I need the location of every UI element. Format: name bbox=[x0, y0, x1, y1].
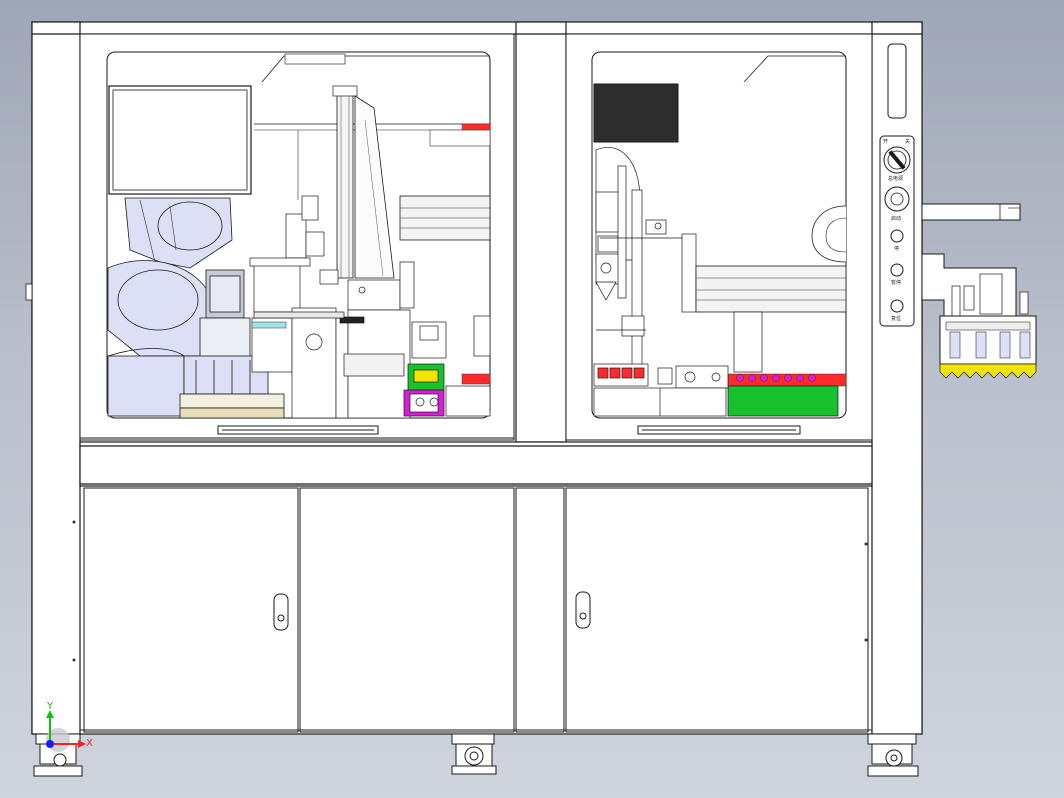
panel-slot bbox=[887, 43, 907, 119]
right-linear-module bbox=[695, 265, 847, 313]
hmi-screen bbox=[112, 89, 248, 191]
right-lower-fixture bbox=[593, 363, 729, 417]
right-mechanism bbox=[595, 147, 697, 367]
door-lock-right[interactable] bbox=[575, 591, 591, 629]
left-edge-clip bbox=[25, 283, 33, 301]
mid-beam bbox=[79, 441, 873, 487]
side-rail bbox=[921, 203, 1021, 221]
center-mechanism bbox=[249, 195, 447, 419]
right-post bbox=[871, 21, 923, 735]
lower-center-panel bbox=[515, 487, 565, 733]
reset-label: 复位 bbox=[891, 315, 901, 322]
panel-on-label: 开 bbox=[883, 139, 888, 145]
triangle-support bbox=[354, 95, 395, 279]
left-post bbox=[31, 21, 81, 735]
center-post bbox=[515, 21, 567, 443]
right-hood-line bbox=[743, 55, 846, 83]
side-attachment bbox=[921, 203, 1037, 379]
lower-cabinet bbox=[80, 487, 872, 733]
pause-label: 暂停 bbox=[891, 279, 901, 286]
green-feeder-block bbox=[403, 363, 445, 417]
start-label: 启动 bbox=[891, 215, 901, 222]
left-window-area bbox=[106, 51, 491, 435]
pause-button[interactable] bbox=[890, 263, 904, 277]
caster-center bbox=[451, 733, 497, 775]
door-lock-left[interactable] bbox=[273, 593, 289, 631]
upper-right-door-handle[interactable] bbox=[637, 425, 801, 435]
green-block-right bbox=[727, 385, 839, 417]
right-dark-screen bbox=[593, 83, 679, 143]
x-axis-label: X bbox=[86, 738, 93, 749]
caster-right bbox=[867, 733, 919, 777]
left-hood-line bbox=[261, 55, 490, 83]
stop-label: 停 bbox=[894, 245, 899, 252]
main-power-label: 总电源 bbox=[888, 175, 903, 182]
z-axis-dot bbox=[46, 740, 54, 748]
panel-off-label: 关 bbox=[905, 138, 910, 145]
lower-door-2[interactable] bbox=[299, 487, 515, 733]
y-axis-label: Y bbox=[46, 701, 54, 712]
stop-button[interactable] bbox=[890, 229, 904, 243]
yellow-teeth bbox=[939, 363, 1037, 379]
teal-detail bbox=[251, 321, 287, 329]
lower-door-3[interactable] bbox=[565, 487, 869, 733]
right-window-area bbox=[591, 51, 847, 435]
magenta-nests bbox=[736, 374, 816, 382]
reset-button[interactable] bbox=[890, 299, 904, 313]
red-strip-left bbox=[461, 373, 491, 385]
lower-door-1[interactable] bbox=[83, 487, 299, 733]
left-top-bracket bbox=[284, 53, 346, 65]
emergency-stop-button[interactable] bbox=[884, 186, 910, 212]
control-panel: 开 关 总电源 启动 停 暂停 复位 bbox=[879, 43, 915, 327]
roll-wheel bbox=[811, 205, 847, 263]
upper-left-door-handle[interactable] bbox=[217, 425, 379, 435]
vertical-gantry bbox=[336, 93, 354, 279]
red-marker-left-top bbox=[461, 123, 491, 131]
robot-arm bbox=[107, 197, 233, 417]
axis-triad: Y X bbox=[46, 701, 93, 752]
main-power-switch[interactable] bbox=[883, 146, 911, 174]
